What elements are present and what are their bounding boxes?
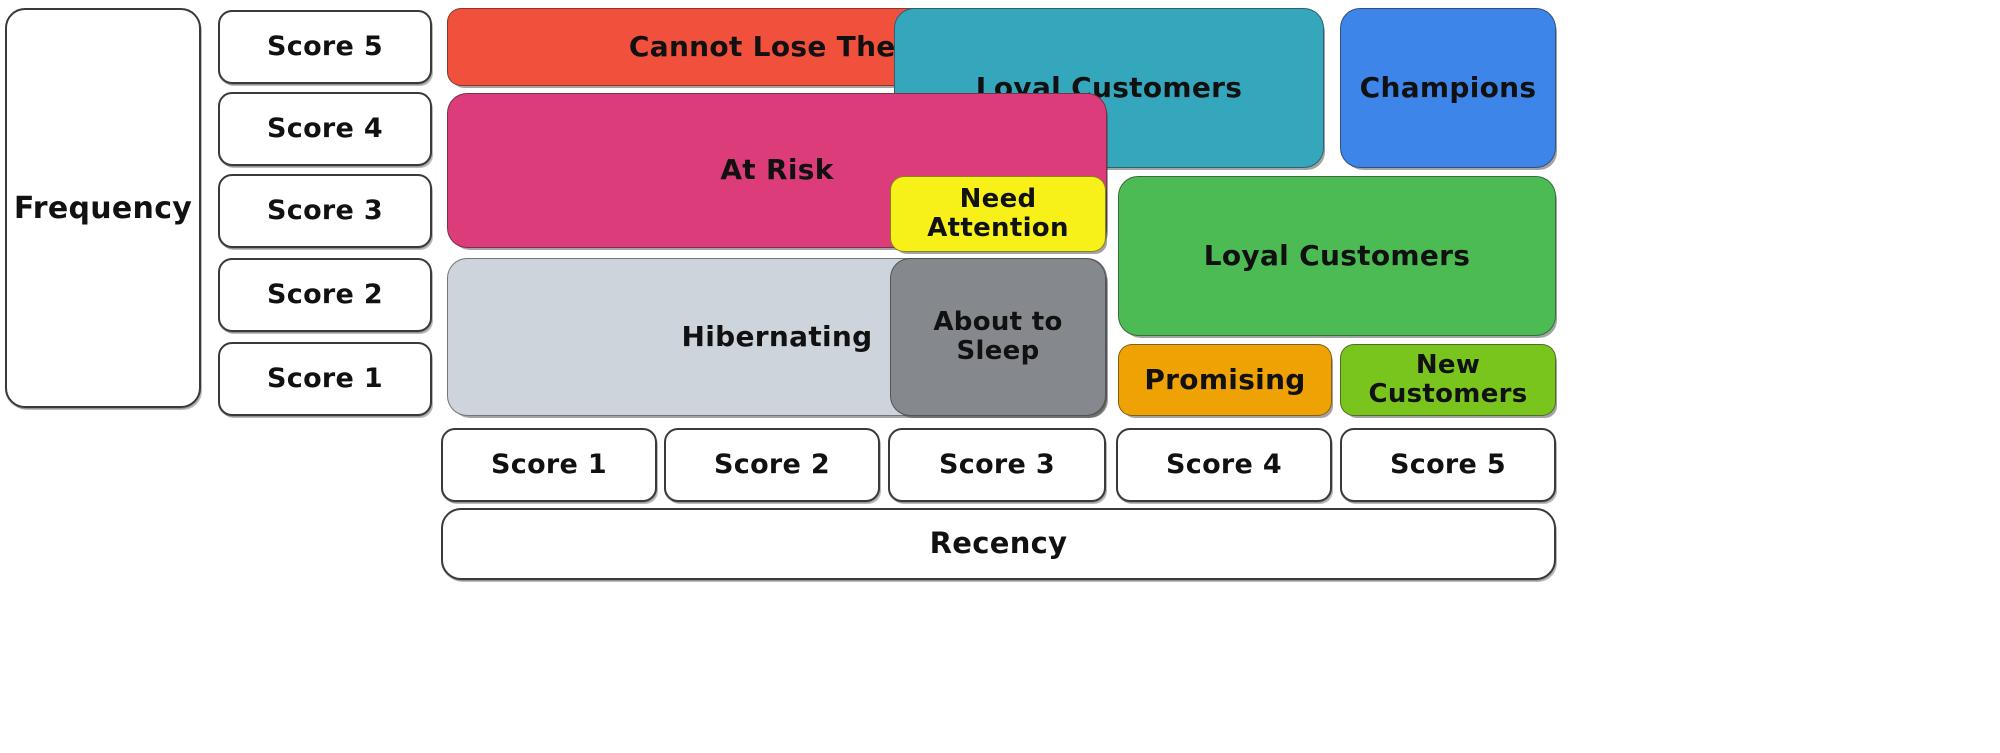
segment-about-to-sleep[interactable]: About to Sleep — [890, 258, 1106, 416]
recency-axis-title: Recency — [441, 508, 1556, 580]
frequency-score-2: Score 2 — [218, 258, 432, 332]
frequency-axis-title: Frequency — [5, 8, 201, 408]
frequency-score-3: Score 3 — [218, 174, 432, 248]
segment-champions[interactable]: Champions — [1340, 8, 1556, 168]
segment-loyal-customers-green[interactable]: Loyal Customers — [1118, 176, 1556, 336]
recency-score-3: Score 3 — [888, 428, 1106, 502]
recency-score-2: Score 2 — [664, 428, 880, 502]
recency-score-4: Score 4 — [1116, 428, 1332, 502]
segment-new-customers[interactable]: New Customers — [1340, 344, 1556, 416]
frequency-score-1: Score 1 — [218, 342, 432, 416]
segment-promising[interactable]: Promising — [1118, 344, 1332, 416]
recency-score-1: Score 1 — [441, 428, 657, 502]
recency-score-5: Score 5 — [1340, 428, 1556, 502]
frequency-score-5: Score 5 — [218, 10, 432, 84]
segment-need-attention[interactable]: Need Attention — [890, 176, 1106, 252]
frequency-score-4: Score 4 — [218, 92, 432, 166]
